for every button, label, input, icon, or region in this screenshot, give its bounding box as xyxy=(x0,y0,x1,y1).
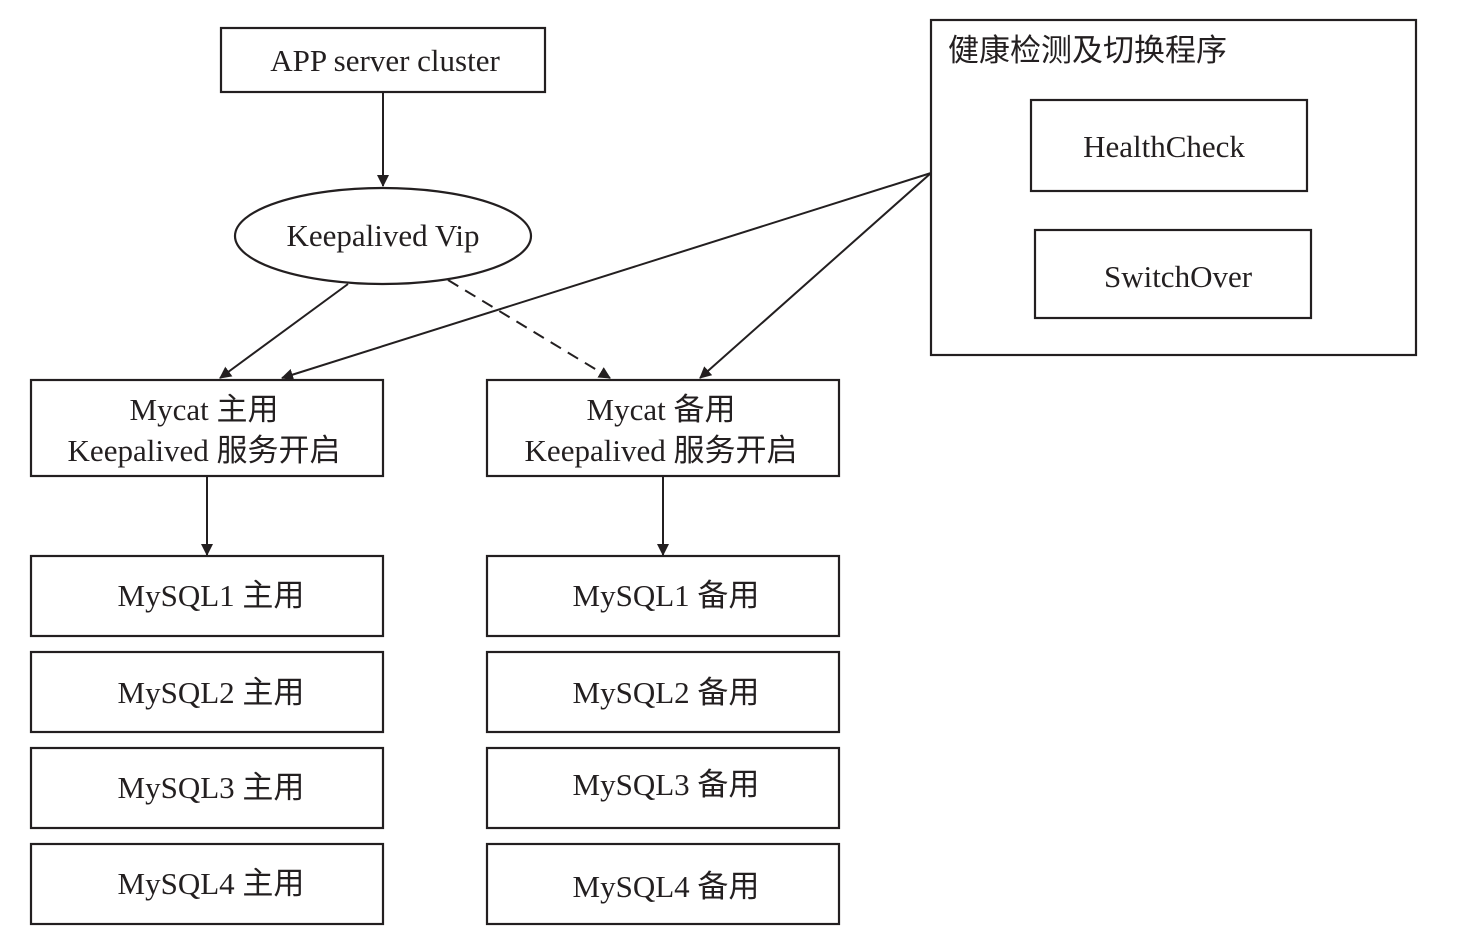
edge-vip-to-mycat-primary xyxy=(219,283,349,379)
mysql-backup-label: MySQL4 备用 xyxy=(573,869,760,904)
mycat-backup-line1: Mycat 备用 xyxy=(587,392,736,427)
mycat-primary-node: Mycat 主用 Keepalived 服务开启 xyxy=(29,378,385,478)
mysql-primary-label: MySQL2 主用 xyxy=(118,675,305,710)
mycat-backup-line2: Keepalived 服务开启 xyxy=(525,433,798,468)
health-switch-panel-title: 健康检测及切换程序 xyxy=(948,33,1227,68)
keepalived-vip-label: Keepalived Vip xyxy=(287,218,480,253)
mysql-backup-node: MySQL4 备用 xyxy=(485,842,841,926)
mysql-primary-label: MySQL1 主用 xyxy=(118,578,305,613)
edge-health-to-mycat-backup xyxy=(699,172,932,379)
mysql-backup-node: MySQL1 备用 xyxy=(485,554,841,638)
switchover-node: SwitchOver xyxy=(1033,228,1313,320)
mysql-backup-group: MySQL1 备用 MySQL2 备用 MySQL3 备用 MySQL4 备用 xyxy=(485,554,841,926)
app-server-cluster-label: APP server cluster xyxy=(270,43,500,78)
app-server-cluster-node: APP server cluster xyxy=(219,26,547,94)
mysql-primary-node: MySQL1 主用 xyxy=(29,554,385,638)
mysql-backup-node: MySQL2 备用 xyxy=(485,650,841,734)
mysql-primary-node: MySQL4 主用 xyxy=(29,842,385,926)
mysql-primary-group: MySQL1 主用 MySQL2 主用 MySQL3 主用 MySQL4 主用 xyxy=(29,554,385,926)
switchover-label: SwitchOver xyxy=(1104,259,1253,294)
mysql-backup-node: MySQL3 备用 xyxy=(485,746,841,830)
mysql-primary-label: MySQL4 主用 xyxy=(118,866,305,901)
health-switch-panel: 健康检测及切换程序 HealthCheck SwitchOver xyxy=(929,18,1418,357)
mysql-backup-label: MySQL2 备用 xyxy=(573,675,760,710)
mysql-backup-label: MySQL3 备用 xyxy=(573,767,760,802)
keepalived-vip-node: Keepalived Vip xyxy=(233,186,533,286)
healthcheck-node: HealthCheck xyxy=(1029,98,1309,193)
mysql-primary-node: MySQL2 主用 xyxy=(29,650,385,734)
mysql-primary-label: MySQL3 主用 xyxy=(118,770,305,805)
mycat-primary-line2: Keepalived 服务开启 xyxy=(68,433,341,468)
healthcheck-label: HealthCheck xyxy=(1083,129,1245,164)
mycat-backup-node: Mycat 备用 Keepalived 服务开启 xyxy=(485,378,841,478)
mysql-backup-label: MySQL1 备用 xyxy=(573,578,760,613)
mycat-primary-line1: Mycat 主用 xyxy=(130,392,279,427)
mysql-primary-node: MySQL3 主用 xyxy=(29,746,385,830)
edge-health-to-mycat-primary xyxy=(281,172,932,381)
edge-vip-to-mycat-backup xyxy=(447,279,611,379)
